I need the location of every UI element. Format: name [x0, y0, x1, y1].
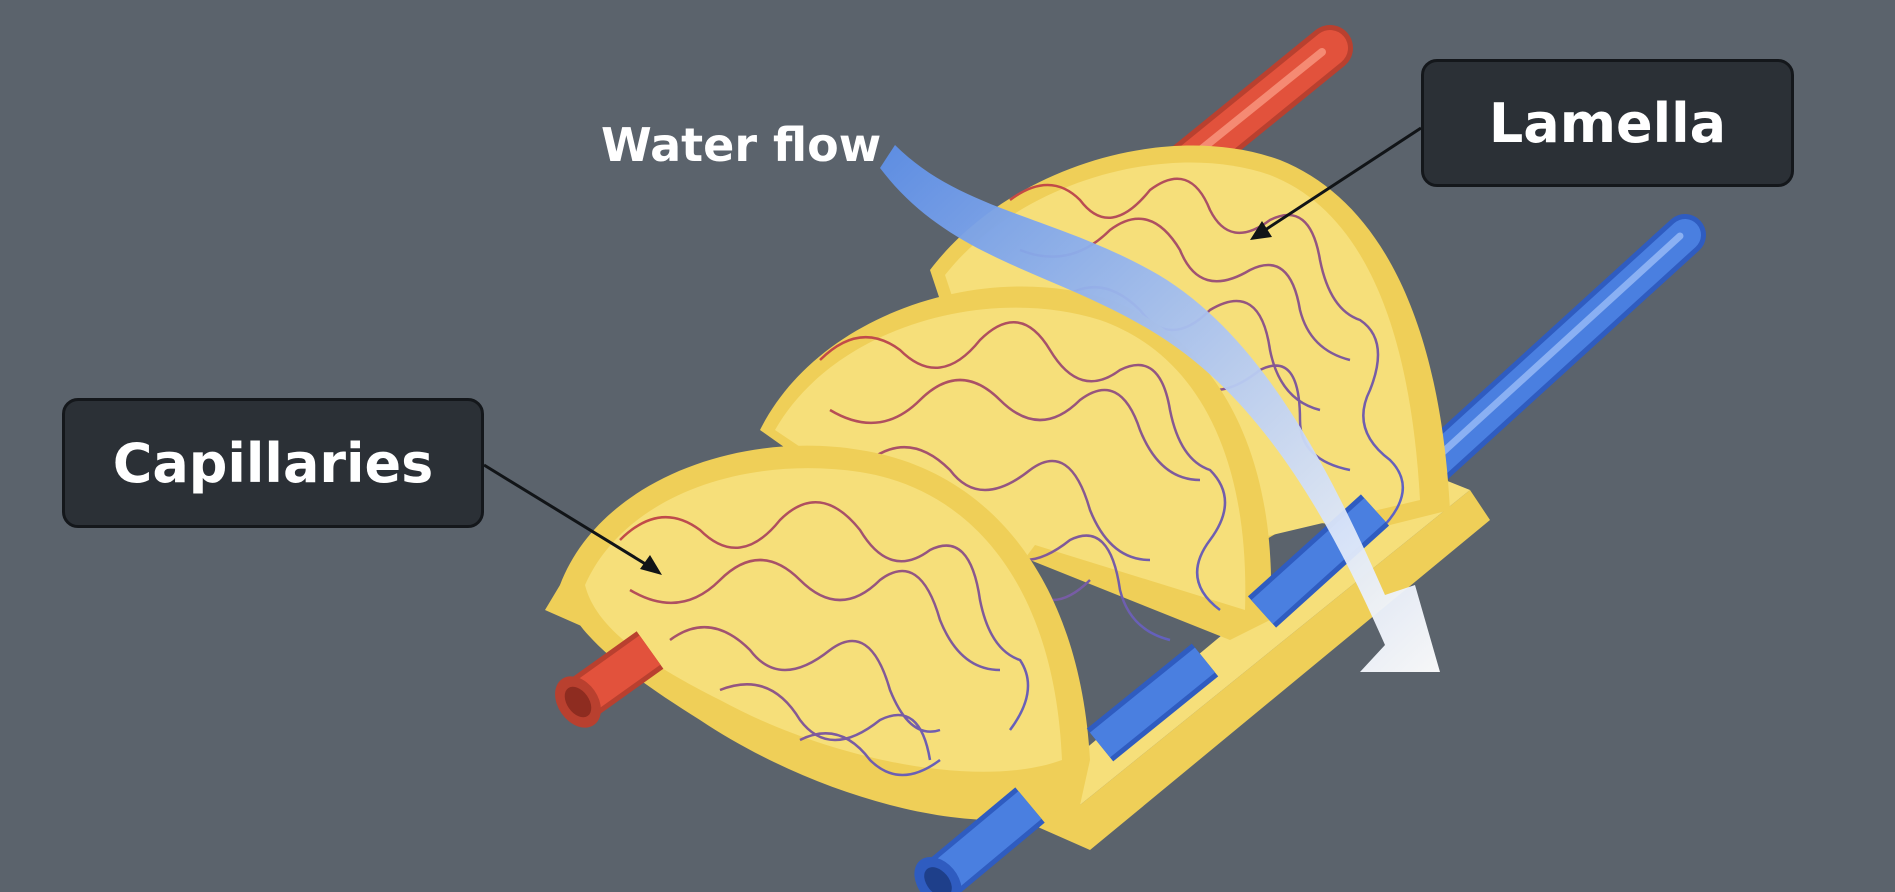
lamella-front	[560, 445, 1090, 820]
blue-vessel-front	[914, 494, 1390, 892]
lamella-middle	[760, 286, 1272, 642]
capillaries-label-text: Capillaries	[112, 431, 434, 495]
lamella-pointer	[1250, 126, 1422, 240]
water-flow-arrow	[880, 145, 1440, 672]
lamella-label: Lamella	[1421, 59, 1794, 187]
capillaries-label: Capillaries	[62, 398, 484, 528]
capillaries-pointer	[483, 463, 662, 575]
water-flow-label: Water flow	[601, 118, 882, 172]
red-vessel-front	[555, 631, 664, 728]
lamella-label-text: Lamella	[1488, 91, 1727, 155]
